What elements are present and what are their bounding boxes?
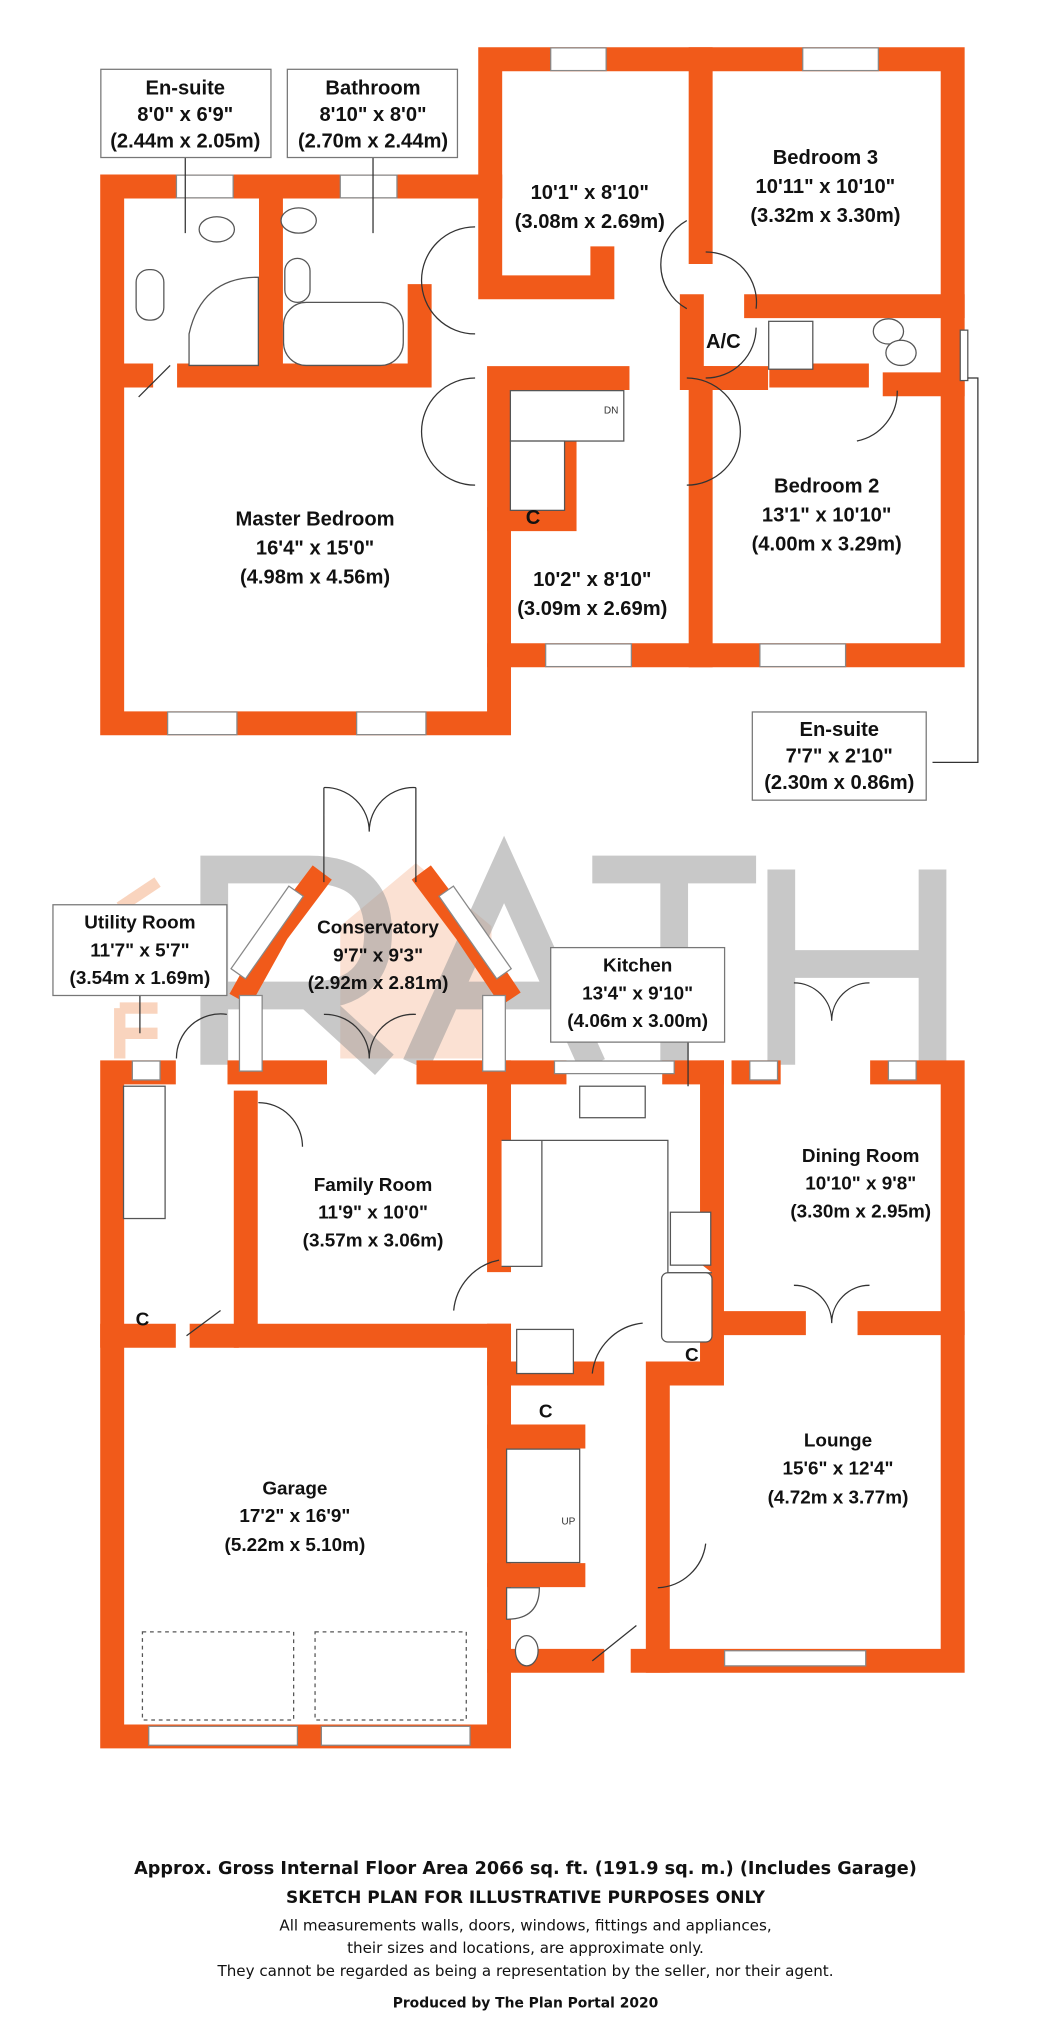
room-name: Garage <box>262 1478 327 1499</box>
room-dimensions-imperial: 9'7" x 9'3" <box>333 945 423 966</box>
room-name: Family Room <box>314 1175 433 1196</box>
room-name: Dining Room <box>802 1146 920 1167</box>
stairs-icon <box>509 390 625 511</box>
bedroom-3-label: Bedroom 3 10'11" x 10'10" (3.32m x 3.30m… <box>750 147 900 227</box>
watermark-logo <box>114 835 947 1076</box>
sink-icon <box>579 1085 646 1119</box>
room-dimensions-imperial: 7'7" x 2'10" <box>786 745 893 767</box>
door-swings <box>175 786 870 1662</box>
stairs-icon <box>505 1448 581 1564</box>
cupboard-label: C <box>526 507 541 529</box>
room-name: Kitchen <box>603 956 672 977</box>
shower-icon <box>188 276 259 367</box>
sketch-notice: SKETCH PLAN FOR ILLUSTRATIVE PURPOSES ON… <box>286 1888 766 1908</box>
cupboard-label: C <box>136 1310 150 1331</box>
room-dimensions-metric: (2.44m x 2.05m) <box>110 130 260 152</box>
garage-label: Garage 17'2" x 16'9" (5.22m x 5.10m) <box>225 1478 366 1556</box>
bathroom-label: Bathroom 8'10" x 8'0" (2.70m x 2.44m) <box>286 68 459 159</box>
bedroom-5-label: 10'2" x 8'10" (3.09m x 2.69m) <box>517 569 667 620</box>
stairs-up-label: UP <box>561 1517 575 1528</box>
room-dimensions-metric: (4.98m x 4.56m) <box>240 566 390 588</box>
disclaimer-line: All measurements walls, doors, windows, … <box>279 1916 771 1934</box>
cupboard-label: C <box>539 1402 553 1423</box>
room-dimensions-imperial: 8'0" x 6'9" <box>137 104 233 126</box>
leader-line <box>139 995 689 1087</box>
master-bedroom-label: Master Bedroom 16'4" x 15'0" (4.98m x 4.… <box>236 508 395 588</box>
room-dimensions-metric: (5.22m x 5.10m) <box>225 1535 366 1556</box>
room-dimensions-imperial: 11'7" x 5'7" <box>90 940 189 961</box>
ground-floor-windows <box>131 885 917 1746</box>
bedroom-4-label: 10'1" x 8'10" (3.08m x 2.69m) <box>515 182 665 233</box>
room-name: Utility Room <box>84 913 195 934</box>
shower-tray-icon <box>768 320 814 370</box>
toilet-icon <box>198 216 236 243</box>
room-dimensions-metric: (4.06m x 3.00m) <box>567 1011 708 1032</box>
toilet-icon <box>885 339 917 367</box>
producer-credit: Produced by The Plan Portal 2020 <box>393 1995 659 2011</box>
room-dimensions-metric: (3.30m x 2.95m) <box>790 1201 931 1222</box>
conservatory-label: Conservatory 9'7" x 9'3" (2.92m x 2.81m) <box>308 918 449 994</box>
kitchen-label: Kitchen 13'4" x 9'10" (4.06m x 3.00m) <box>550 946 726 1043</box>
room-dimensions-metric: (2.30m x 0.86m) <box>764 772 914 794</box>
room-dimensions-imperial: 15'6" x 12'4" <box>783 1458 894 1479</box>
room-dimensions-imperial: 16'4" x 15'0" <box>256 537 374 559</box>
toilet-icon <box>514 1634 539 1667</box>
room-dimensions-imperial: 10'2" x 8'10" <box>533 569 651 591</box>
room-dimensions-imperial: 17'2" x 16'9" <box>239 1506 350 1527</box>
room-name: Lounge <box>804 1431 872 1452</box>
room-name: Bedroom 2 <box>774 476 879 498</box>
disclaimer-line: their sizes and locations, are approxima… <box>347 1939 704 1957</box>
basin-icon <box>505 1587 540 1620</box>
room-dimensions-metric: (3.09m x 2.69m) <box>517 598 667 620</box>
ensuite-master-label: En-suite 8'0" x 6'9" (2.44m x 2.05m) <box>100 68 272 159</box>
basin-icon <box>872 318 905 345</box>
room-dimensions-metric: (3.32m x 3.30m) <box>750 205 900 227</box>
room-dimensions-imperial: 8'10" x 8'0" <box>319 104 426 126</box>
basin-icon <box>284 257 311 304</box>
basin-icon <box>135 269 165 321</box>
toilet-icon <box>280 207 317 234</box>
room-name: Bathroom <box>325 78 420 100</box>
door-swings <box>138 219 898 486</box>
room-name: En-suite <box>146 78 226 100</box>
room-name: En-suite <box>800 719 880 741</box>
ground-floor-fixtures <box>122 786 870 1721</box>
dining-room-label: Dining Room 10'10" x 9'8" (3.30m x 2.95m… <box>790 1146 931 1222</box>
floor-area-text: Approx. Gross Internal Floor Area 2066 s… <box>134 1859 917 1879</box>
room-name: Conservatory <box>317 918 439 939</box>
room-dimensions-metric: (2.70m x 2.44m) <box>298 130 448 152</box>
room-dimensions-imperial: 10'10" x 9'8" <box>805 1174 916 1195</box>
watermark-letters <box>200 835 947 1076</box>
stairs-down-label: DN <box>604 405 619 416</box>
room-dimensions-metric: (3.08m x 2.69m) <box>515 211 665 233</box>
room-dimensions-imperial: 10'1" x 8'10" <box>531 182 649 204</box>
footer: Approx. Gross Internal Floor Area 2066 s… <box>134 1859 917 2012</box>
family-room-label: Family Room 11'9" x 10'0" (3.57m x 3.06m… <box>303 1175 444 1251</box>
first-floor-fixtures <box>135 157 979 763</box>
bath-icon <box>282 301 404 367</box>
room-dimensions-metric: (3.57m x 3.06m) <box>303 1230 444 1251</box>
leader-line <box>184 157 374 234</box>
airing-cupboard-label: A/C <box>706 331 741 353</box>
first-floor-windows <box>166 47 879 736</box>
room-dimensions-metric: (4.72m x 3.77m) <box>768 1487 909 1508</box>
room-dimensions-metric: (2.92m x 2.81m) <box>308 973 449 994</box>
room-name: Master Bedroom <box>236 508 395 530</box>
room-dimensions-metric: (4.00m x 3.29m) <box>752 534 902 556</box>
room-dimensions-imperial: 13'1" x 10'10" <box>762 505 892 527</box>
room-dimensions-imperial: 10'11" x 10'10" <box>756 176 896 198</box>
lounge-label: Lounge 15'6" x 12'4" (4.72m x 3.77m) <box>768 1431 909 1509</box>
utility-room-label: Utility Room 11'7" x 5'7" (3.54m x 1.69m… <box>52 904 228 997</box>
ensuite-2-label: En-suite 7'7" x 2'10" (2.30m x 0.86m) <box>751 711 927 801</box>
room-dimensions-imperial: 11'9" x 10'0" <box>318 1203 428 1224</box>
room-dimensions-imperial: 13'4" x 9'10" <box>582 983 693 1004</box>
cupboard-label: C <box>685 1345 699 1366</box>
room-dimensions-metric: (3.54m x 1.69m) <box>70 968 211 989</box>
leader-line <box>932 377 979 763</box>
bedroom-2-label: Bedroom 2 13'1" x 10'10" (4.00m x 3.29m) <box>752 476 902 556</box>
disclaimer-line: They cannot be regarded as being a repre… <box>216 1962 833 1980</box>
room-name: Bedroom 3 <box>773 147 878 169</box>
appliance-icon <box>669 1211 712 1266</box>
